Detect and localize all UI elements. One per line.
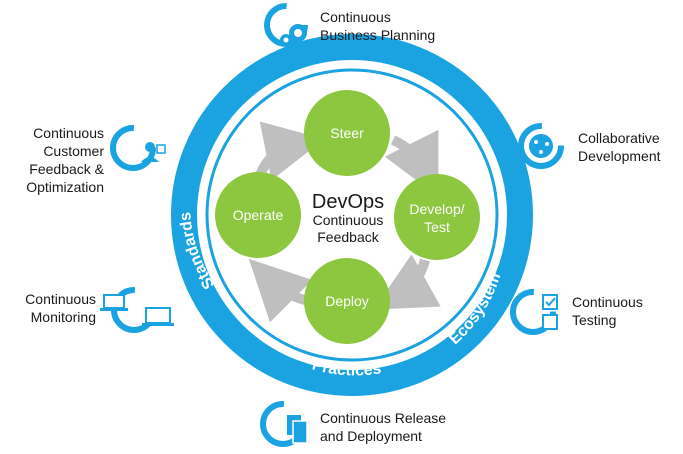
ring-label-practices: Practices (310, 356, 382, 379)
node-steer-label: Steer (330, 125, 364, 141)
node-deploy (304, 258, 390, 344)
cycle-arrow-deploy-to-operate (248, 258, 313, 323)
label-testing-1: Continuous (572, 294, 643, 310)
node-steer (304, 90, 390, 176)
cycle-arrow-steer-to-develop (384, 129, 439, 197)
label-feedback-1: Continuous (33, 125, 104, 141)
node-develop-test (394, 174, 480, 260)
documents-icon (260, 401, 308, 447)
label-customer-feedback: Continuous Customer Feedback & Optimizat… (0, 124, 104, 196)
label-collaborative-development: Collaborative Development (578, 129, 661, 165)
label-business-planning-2: Business Planning (320, 27, 436, 43)
label-collab-2: Development (578, 148, 661, 164)
center-title: DevOps (312, 191, 384, 213)
globe-icon (518, 123, 564, 169)
node-develop-label-1: Develop/ (409, 201, 464, 217)
checklist-icon (510, 289, 558, 335)
cycle-arrow-develop-to-deploy (373, 254, 441, 310)
label-business-planning: Continuous Business Planning (320, 8, 435, 44)
outer-ring-thin (205, 68, 499, 362)
node-deploy-label: Deploy (325, 293, 369, 309)
cycle-arrow-operate-to-steer (255, 121, 325, 181)
node-develop-label-2: Test (424, 219, 450, 235)
label-monitoring-1: Continuous (25, 291, 96, 307)
label-feedback-2: Customer (43, 143, 104, 159)
label-release-deployment: Continuous Release and Deployment (320, 409, 446, 445)
label-release-2: and Deployment (320, 428, 422, 444)
label-release-1: Continuous Release (320, 410, 447, 426)
label-monitoring: Continuous Monitoring (0, 290, 96, 326)
label-collab-1: Collaborative (578, 130, 660, 146)
label-feedback-4: Optimization (26, 179, 104, 195)
center-subtitle-1: Continuous (313, 212, 384, 228)
outer-ring-inner-edge (198, 61, 506, 369)
label-business-planning-1: Continuous (320, 9, 391, 25)
node-operate-label: Operate (233, 207, 284, 223)
label-monitoring-2: Monitoring (30, 309, 96, 325)
node-operate (215, 172, 301, 258)
label-testing-2: Testing (572, 312, 617, 328)
laptops-icon (100, 287, 174, 333)
person-feedback-icon (110, 125, 166, 171)
label-continuous-testing: Continuous Testing (572, 293, 643, 329)
label-feedback-3: Feedback & (29, 161, 104, 177)
gears-icon (264, 3, 308, 47)
center-subtitle-2: Feedback (317, 229, 379, 245)
